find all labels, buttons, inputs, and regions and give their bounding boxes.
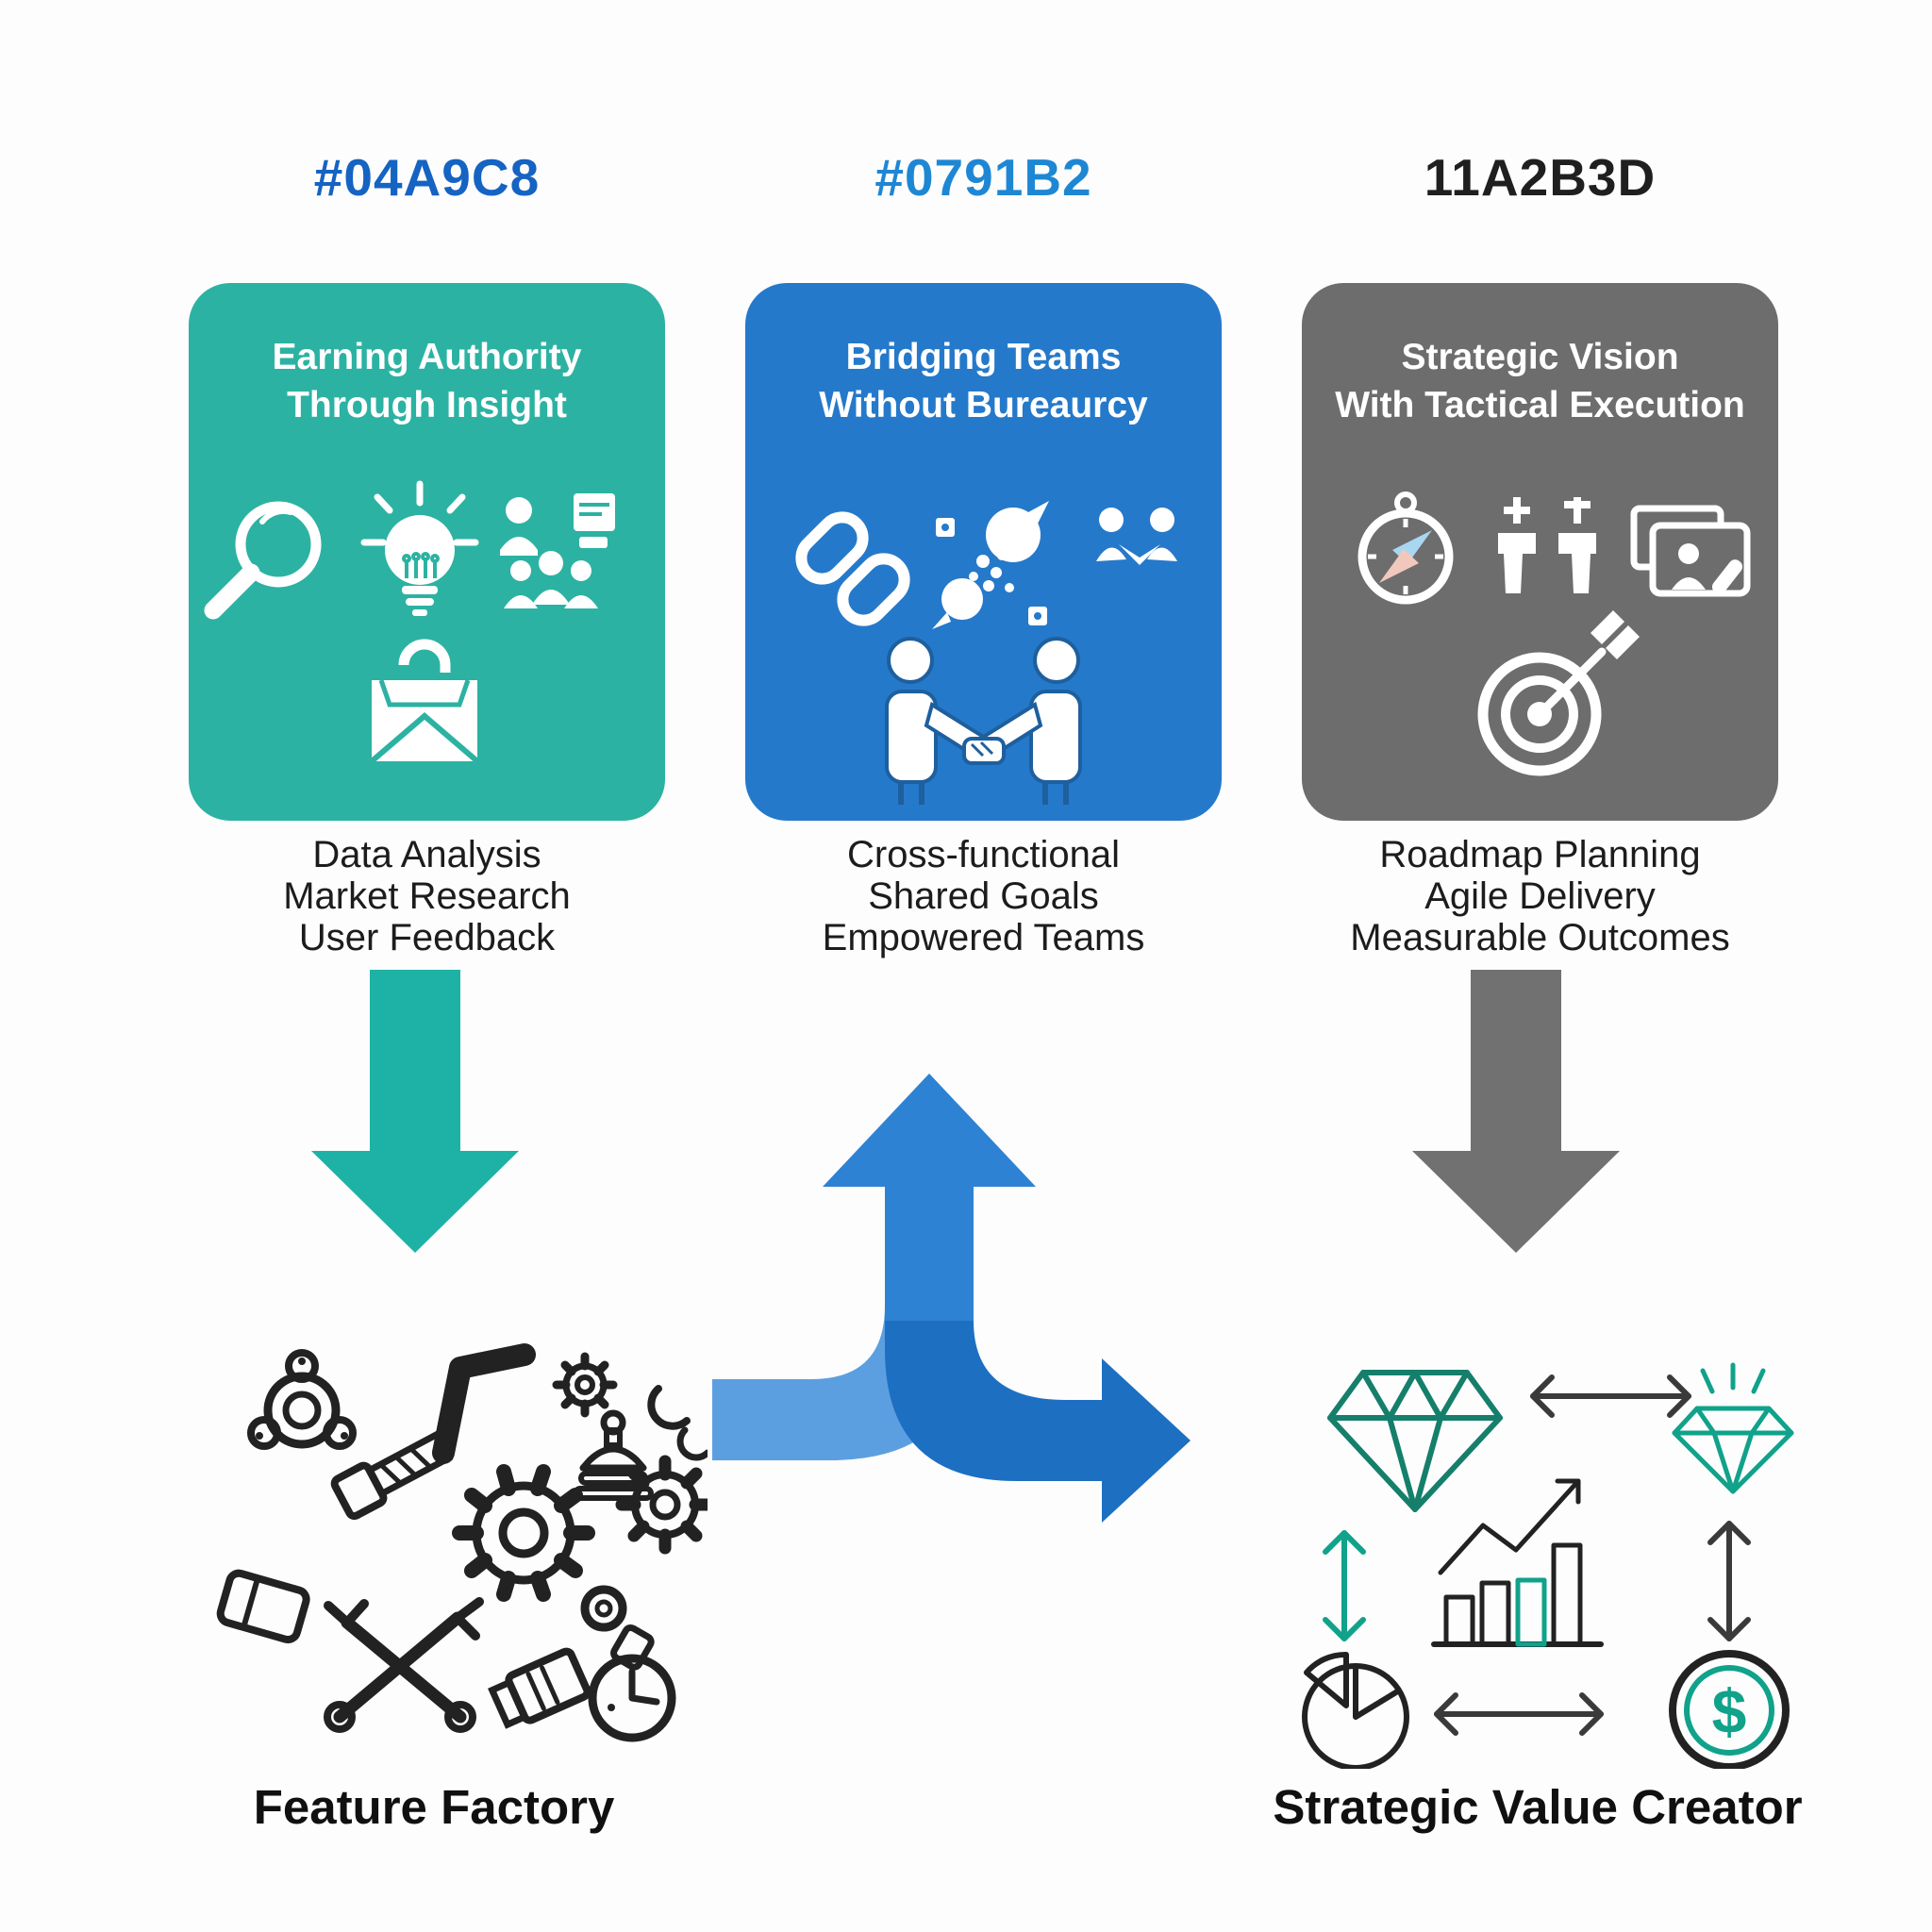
- card-title: Bridging Teams Without Bureaurcy: [745, 334, 1222, 429]
- presentation-icon: [1630, 505, 1751, 597]
- dollar-coin-icon: $: [1669, 1650, 1790, 1769]
- card-strategic-vision: Strategic Vision With Tactical Execution: [1302, 283, 1778, 821]
- card-title-line: Without Bureaurcy: [819, 384, 1148, 425]
- battery-icon: [488, 1647, 591, 1729]
- eraser-icon: [216, 1569, 310, 1644]
- partnership-handshake-icon: [885, 637, 1082, 805]
- lightbulb-icon: [360, 480, 479, 616]
- pie-chart-icon: [1302, 1651, 1409, 1769]
- card-title-line: Strategic Vision: [1401, 337, 1679, 377]
- gear-icon: [615, 1455, 708, 1555]
- bar-chart-growth-icon: [1431, 1478, 1604, 1647]
- double-arrow-icon: [1323, 1530, 1366, 1641]
- diamond-icon: [1327, 1370, 1503, 1512]
- wrench-icon: [324, 1597, 484, 1733]
- network-burst-icon: [932, 501, 1049, 629]
- hex-label-3: 11A2B3D: [1424, 148, 1657, 207]
- card-title: Earning Authority Through Insight: [189, 334, 665, 429]
- sparkle-diamond-icon: [1672, 1362, 1794, 1494]
- card1-icon-panel: [204, 480, 615, 764]
- knob-icon: [247, 1349, 357, 1450]
- bullet: Roadmap Planning: [1379, 834, 1701, 875]
- pin-tag-icon: [580, 1585, 655, 1671]
- hex-label-2: #0791B2: [874, 148, 1092, 207]
- card3-icon-panel: [1357, 491, 1751, 776]
- bullet: Market Research: [283, 875, 571, 917]
- strategic-value-cluster: $: [1302, 1362, 1794, 1769]
- chain-link-icon: [795, 511, 910, 626]
- card2-icon-panel: [795, 501, 1177, 805]
- team-research-icon: [500, 493, 615, 608]
- card-bridging-teams: Bridging Teams Without Bureaurcy: [745, 283, 1222, 821]
- gear-icon: [452, 1464, 595, 1602]
- planning-figures-icon: [1498, 497, 1596, 593]
- allen-key-icon: [432, 1343, 536, 1464]
- card-title-line: Through Insight: [287, 384, 567, 425]
- double-arrow-icon: [1530, 1374, 1691, 1418]
- handshake-small-icon: [1096, 508, 1177, 565]
- feature-factory-label: Feature Factory: [253, 1780, 615, 1834]
- card-title-line: With Tactical Execution: [1335, 384, 1745, 425]
- clip-icon: [647, 1385, 708, 1461]
- feature-factory-cluster: [216, 1343, 708, 1742]
- bullet: User Feedback: [298, 917, 556, 958]
- target-arrow-icon: [1477, 610, 1640, 776]
- bullet: Empowered Teams: [822, 917, 1145, 958]
- card-title-line: Bridging Teams: [845, 337, 1122, 377]
- bullet: Shared Goals: [868, 875, 1099, 917]
- teal-down-arrow-icon: [311, 970, 519, 1253]
- card-title-line: Earning Authority: [272, 337, 582, 377]
- magnifier-icon: [204, 501, 322, 620]
- card3-bullets: Roadmap Planning Agile Delivery Measurab…: [1302, 834, 1778, 958]
- hex-label-1: #04A9C8: [313, 148, 541, 207]
- card2-bullets: Cross-functional Shared Goals Empowered …: [745, 834, 1222, 958]
- strategic-value-creator-label: Strategic Value Creator: [1273, 1780, 1803, 1834]
- branch-arrow-icon: [712, 1074, 1191, 1523]
- gray-down-arrow-icon: [1412, 970, 1620, 1253]
- card1-bullets: Data Analysis Market Research User Feedb…: [189, 834, 665, 958]
- card-title: Strategic Vision With Tactical Execution: [1302, 334, 1778, 429]
- svg-text:$: $: [1712, 1676, 1747, 1746]
- bolt-icon: [330, 1430, 454, 1521]
- bullet: Measurable Outcomes: [1350, 917, 1730, 958]
- bullet: Cross-functional: [846, 834, 1120, 875]
- double-arrow-icon: [1707, 1521, 1751, 1641]
- bullet: Agile Delivery: [1424, 875, 1656, 917]
- compass-icon: [1357, 491, 1454, 605]
- gear-icon: [552, 1352, 618, 1418]
- clock-icon: [588, 1654, 676, 1742]
- card-earning-authority: Earning Authority Through Insight: [189, 283, 665, 821]
- insight-bag-icon: [370, 639, 479, 764]
- double-arrow-icon: [1434, 1692, 1604, 1736]
- bullet: Data Analysis: [312, 834, 541, 875]
